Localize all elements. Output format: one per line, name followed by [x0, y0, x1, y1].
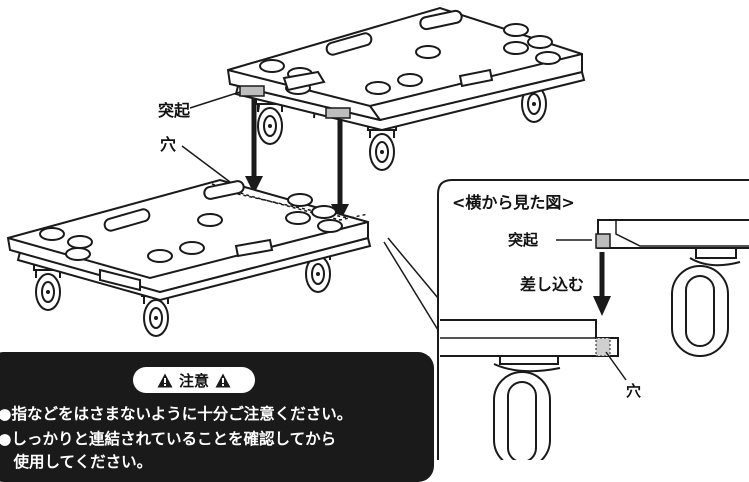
hole-label: 穴 [160, 135, 176, 154]
warning-icon [157, 373, 173, 387]
protrusion-label: 突起 [158, 101, 191, 120]
caution-title-badge: 注意 [133, 367, 255, 393]
caution-line: ●指などをはさまないように十分ご注意ください。 [0, 405, 353, 423]
protrusion-block [325, 107, 351, 119]
lower-dolly [6, 178, 372, 337]
side-view-title: <横から見た図> [452, 193, 575, 212]
caution-line: ●しっかりと連結されていることを確認してから [0, 430, 337, 448]
protrusion-block [239, 85, 265, 97]
warning-icon [215, 373, 231, 387]
side-hole [595, 337, 611, 357]
caution-line: 使用してください。 [0, 453, 153, 471]
caution-title: 注意 [178, 371, 209, 390]
upper-dolly [226, 6, 586, 171]
caution-box: 注意 ●指などをはさまないように十分ご注意ください。 ●しっかりと連結されている… [0, 352, 434, 482]
side-protrusion-block [595, 233, 611, 249]
insert-arrows [245, 98, 349, 222]
side-view-callout [383, 179, 749, 460]
side-protrusion-label: 突起 [508, 231, 539, 249]
coupling-diagram: 突起 穴 <横から見た図> 突起 差し込む 穴 [6, 6, 749, 460]
insert-label: 差し込む [520, 275, 584, 294]
side-hole-label: 穴 [626, 382, 641, 400]
